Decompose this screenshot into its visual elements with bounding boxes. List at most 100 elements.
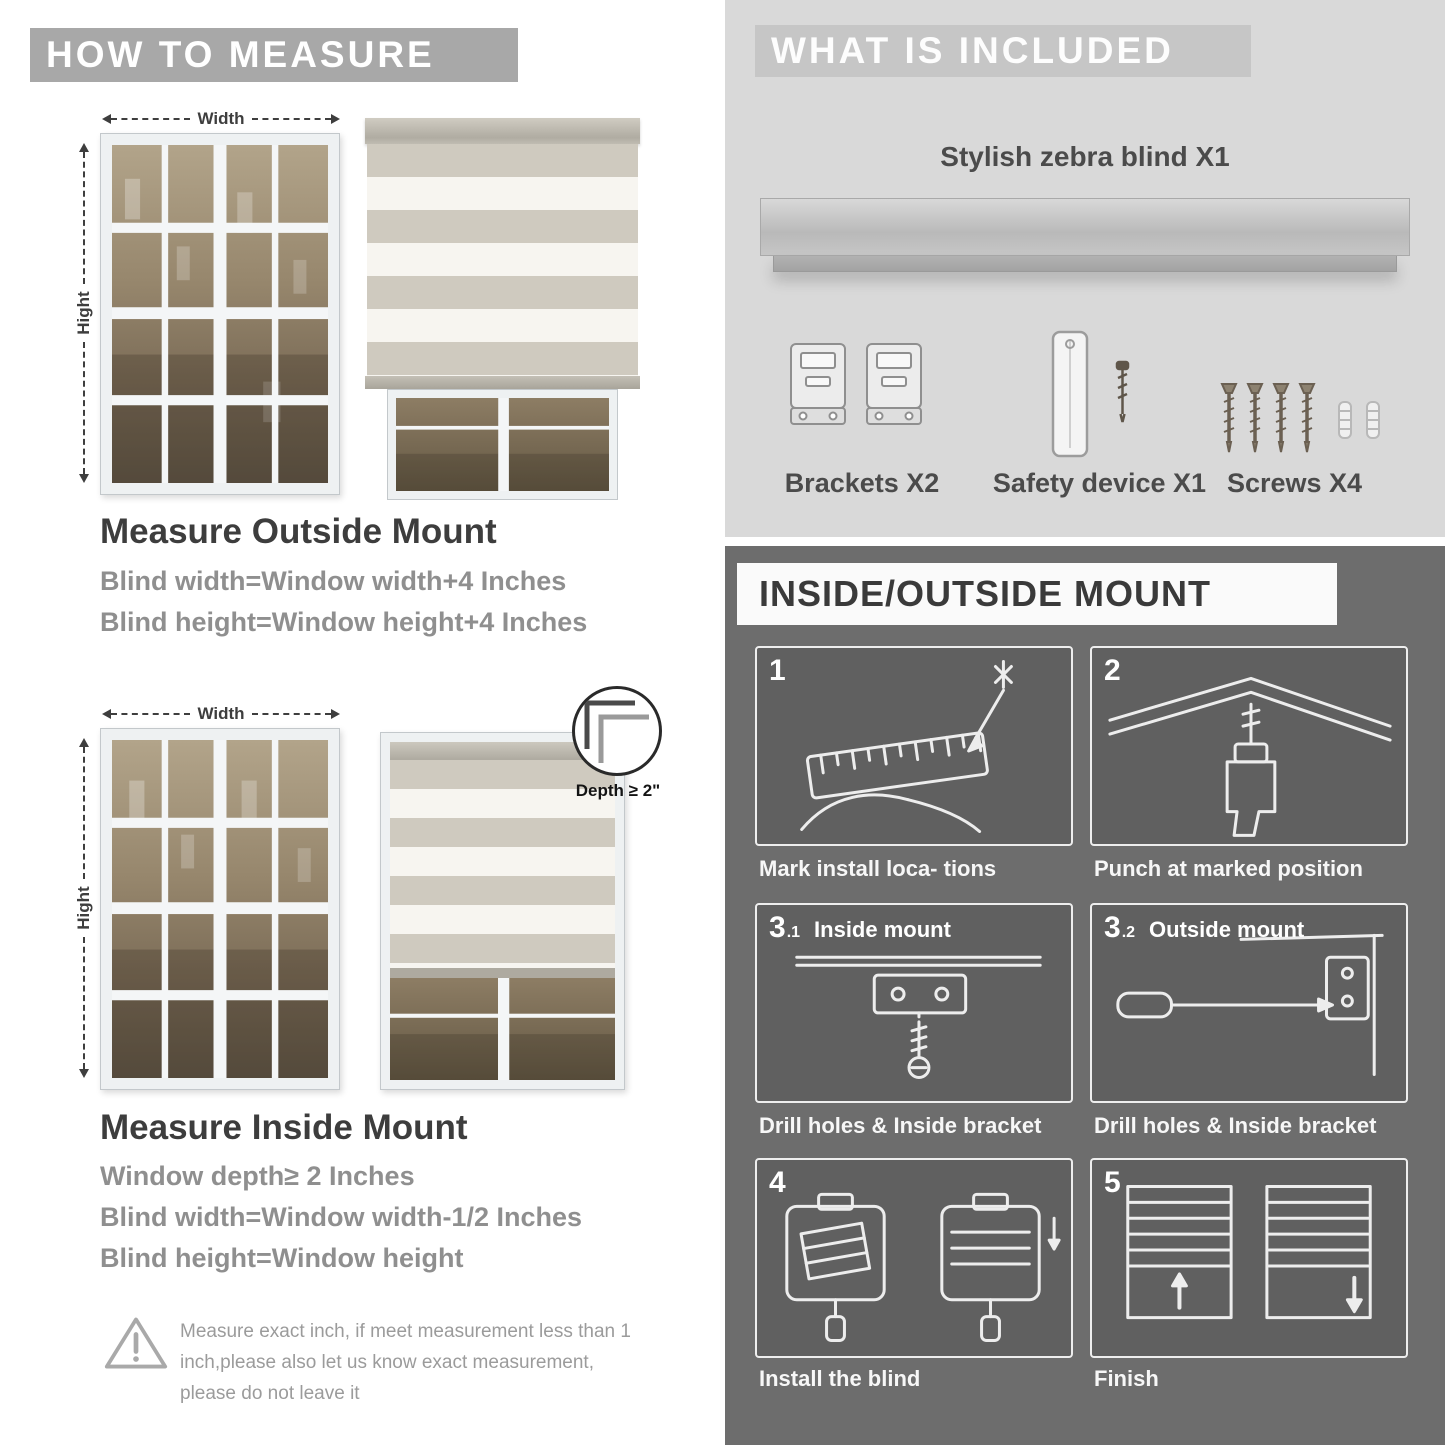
zebra-blind-figure-outside <box>365 118 640 500</box>
window-glass <box>390 978 615 1080</box>
step-number-3-1: 3 .1 Inside mount <box>769 911 951 945</box>
headrail-lip <box>773 256 1397 272</box>
step-panel-3-1: 3 .1 Inside mount <box>755 903 1073 1103</box>
width-arrow: Width <box>102 704 340 724</box>
blind-headrail <box>365 118 640 144</box>
dashed-line <box>83 152 85 285</box>
step-number: 3 <box>769 911 786 944</box>
step-title: Inside mount <box>814 917 951 942</box>
width-label: Width <box>197 109 245 128</box>
dashed-line <box>111 118 191 120</box>
step-number-2: 2 <box>1104 654 1121 688</box>
window-frame <box>100 728 340 1090</box>
how-to-measure-section: HOW TO MEASURE Width Hight <box>0 0 718 1445</box>
zebra-blind-figure-inside <box>380 732 625 1090</box>
step-number: 1 <box>769 654 786 687</box>
blind-in-window <box>390 742 615 1080</box>
zebra-blind-headrail-illustration <box>760 198 1410 272</box>
step-panel-1: 1 <box>755 646 1073 846</box>
safety-device-icon <box>1051 330 1130 458</box>
window-muntins-grid-icon <box>390 978 615 1080</box>
inside-mount-title: Measure Inside Mount <box>100 1108 468 1147</box>
blind-bottomrail <box>390 968 615 978</box>
step-number-4: 4 <box>769 1166 786 1200</box>
arrow-right-icon <box>331 709 340 719</box>
what-is-included-section: WHAT IS INCLUDED Stylish zebra blind X1 <box>725 0 1445 537</box>
dashed-line <box>83 341 85 474</box>
measuring-marking-illustration <box>757 648 1071 844</box>
outside-mount-line2: Blind height=Window height+4 Inches <box>100 607 588 637</box>
step-title: Outside mount <box>1149 917 1305 942</box>
step-caption-3-2: Drill holes & Inside bracket <box>1094 1113 1377 1138</box>
drilling-illustration <box>1092 648 1406 844</box>
height-arrow: Hight <box>74 143 94 483</box>
window-glass <box>112 740 328 1078</box>
step-caption-4: Install the blind <box>759 1366 921 1391</box>
blind-installation-illustration <box>757 1160 1071 1356</box>
window-frame <box>100 133 340 495</box>
blind-stripes <box>390 760 615 968</box>
arrow-right-icon <box>331 114 340 124</box>
warning-text: Measure exact inch, if meet measurement … <box>180 1321 631 1404</box>
height-arrow: Hight <box>74 738 94 1078</box>
step-sub-number: .1 <box>786 924 801 941</box>
dashed-line <box>251 118 331 120</box>
frame-corner-icon <box>584 700 649 763</box>
window-muntins-grid-icon <box>396 398 609 491</box>
step-number: 3 <box>1104 911 1121 944</box>
step-panel-2: 2 <box>1090 646 1408 846</box>
step-number-5: 5 <box>1104 1166 1121 1200</box>
window-figure-outside: Width Hight <box>70 105 380 500</box>
outside-bracket-install-illustration <box>1092 905 1406 1101</box>
arrow-right-icon <box>79 143 89 152</box>
brackets-icon <box>790 343 922 425</box>
step-caption-1: Mark install loca- tions <box>759 856 997 881</box>
step-panel-5: 5 <box>1090 1158 1408 1358</box>
depth-detail-callout <box>572 686 662 776</box>
blind-stripes <box>367 144 638 376</box>
mount-header: INSIDE/OUTSIDE MOUNT <box>737 563 1337 625</box>
step-caption-5: Finish <box>1094 1366 1159 1391</box>
window-glass <box>396 398 609 491</box>
safety-device-label: Safety device X1 <box>992 468 1207 498</box>
step-caption-2: Punch at marked position <box>1094 856 1363 881</box>
headrail-bar <box>760 198 1410 256</box>
step-sub-number: .2 <box>1121 924 1136 941</box>
arrow-right-icon <box>79 738 89 747</box>
dashed-line <box>251 713 331 715</box>
step-number: 5 <box>1104 1166 1121 1199</box>
finished-blinds-illustration <box>1092 1160 1406 1356</box>
blind-headrail <box>390 742 615 760</box>
inside-bracket-install-illustration <box>757 905 1071 1101</box>
warning-icon <box>103 1313 169 1373</box>
screws-label: Screws X4 <box>1226 468 1363 498</box>
width-arrow: Width <box>102 109 340 129</box>
step-caption-3-1: Drill holes & Inside bracket <box>759 1113 1042 1138</box>
mount-instructions-section: INSIDE/OUTSIDE MOUNT 1 <box>725 546 1445 1445</box>
blind-bottomrail <box>365 376 640 389</box>
arrow-left-icon <box>102 114 111 124</box>
screws-and-anchors-icon <box>1220 382 1380 454</box>
step-number: 2 <box>1104 654 1121 687</box>
arrow-left-icon <box>79 1069 89 1078</box>
arrow-left-icon <box>102 709 111 719</box>
blind-product-label: Stylish zebra blind X1 <box>940 141 1230 172</box>
how-to-measure-title: HOW TO MEASURE <box>46 34 435 75</box>
outside-mount-title: Measure Outside Mount <box>100 512 497 551</box>
arrow-left-icon <box>79 474 89 483</box>
dashed-line <box>83 747 85 880</box>
dashed-line <box>111 713 191 715</box>
depth-label: Depth ≥ 2" <box>575 781 661 800</box>
window-below-blind <box>387 389 618 500</box>
step-number-3-2: 3 .2 Outside mount <box>1104 911 1304 945</box>
window-figure-inside: Width Hight <box>70 700 380 1095</box>
inside-mount-line3: Blind height=Window height <box>100 1243 464 1273</box>
brackets-label: Brackets X2 <box>784 468 940 498</box>
step-number: 4 <box>769 1166 786 1199</box>
step-panel-4: 4 <box>755 1158 1073 1358</box>
what-is-included-title: WHAT IS INCLUDED <box>771 30 1174 71</box>
window-muntins-grid-icon <box>112 740 328 1078</box>
window-muntins-grid-icon <box>112 145 328 483</box>
step-number-1: 1 <box>769 654 786 688</box>
